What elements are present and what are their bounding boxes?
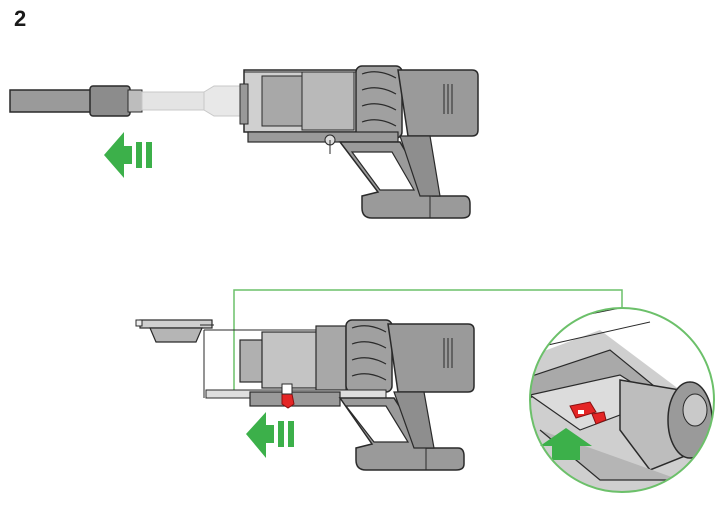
push-arrow-up-icon [540,428,592,460]
bin-release-button-detail [569,401,607,425]
detail-callout [529,307,715,493]
step-number: 2 [14,6,27,31]
push-arrow-left-icon [246,412,294,458]
push-arrow-left-icon [104,132,152,178]
wand-tube [9,85,143,117]
vacuum-body-top [239,65,479,219]
bin-release-button [281,383,295,409]
vacuum-body-bottom [203,319,475,471]
bin-lid [135,319,214,343]
vacuum-inlet-faded [141,85,246,117]
callout-frame [233,289,623,395]
